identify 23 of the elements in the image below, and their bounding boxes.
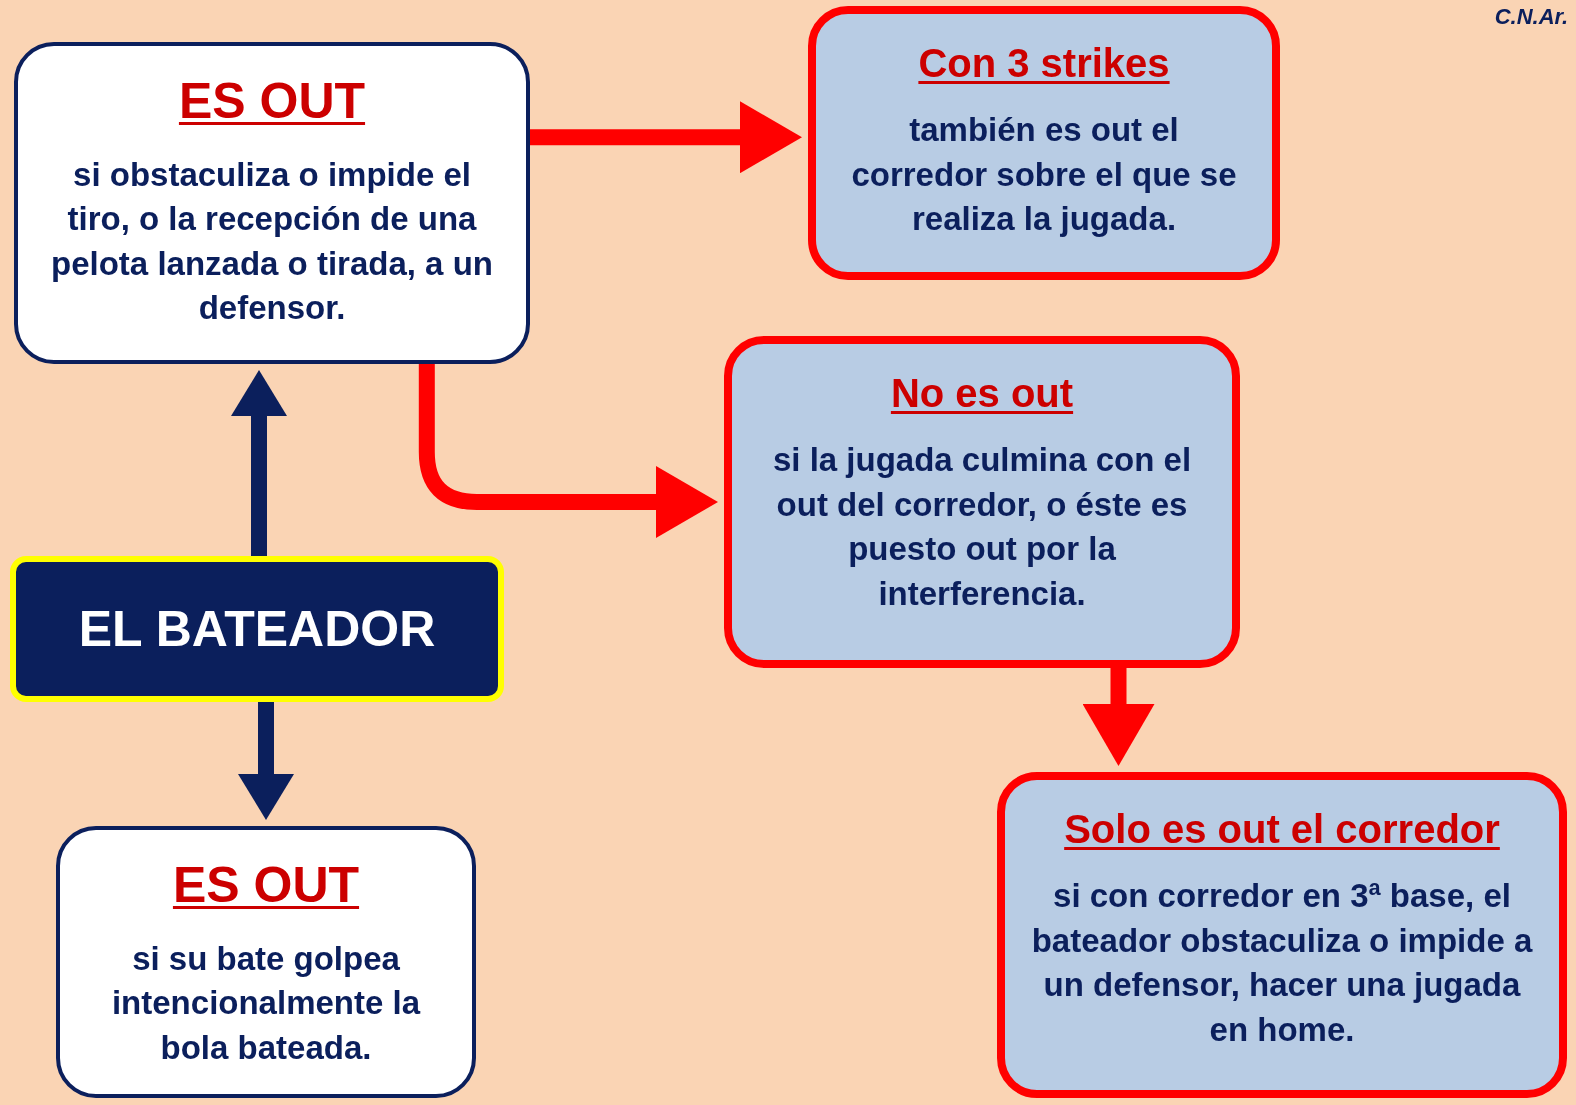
arrow bbox=[231, 370, 287, 556]
arrow bbox=[418, 364, 718, 538]
description-text: si obstaculiza o impide el tiro, o la recepción de una pelota lanzada o tirada, a un defensor. bbox=[50, 154, 494, 329]
info-box bbox=[14, 42, 530, 364]
arrow bbox=[238, 702, 294, 820]
heading: Solo es out el corredor bbox=[1064, 806, 1500, 853]
title-box bbox=[10, 556, 504, 702]
description-text: si con corredor en 3ª base, el bateador obstaculiza o impide a un defensor, hacer una jugada en home. bbox=[1030, 876, 1534, 1050]
info-box bbox=[808, 6, 1280, 280]
info-box bbox=[56, 826, 476, 1098]
title-text: EL BATEADOR bbox=[78, 599, 436, 659]
heading: ES OUT bbox=[172, 856, 360, 915]
info-box bbox=[997, 772, 1567, 1098]
info-box bbox=[724, 336, 1240, 668]
heading: ES OUT bbox=[178, 72, 366, 131]
heading: Con 3 strikes bbox=[918, 40, 1170, 87]
description-text: también es out el corredor sobre el que se realiza la jugada. bbox=[850, 110, 1238, 240]
arrow bbox=[530, 101, 802, 174]
description-text: si su bate golpea intencionalmente la bola bateada. bbox=[110, 938, 422, 1068]
description-text: si la jugada culmina con el out del corredor, o éste es puesto out por la interferencia. bbox=[771, 440, 1193, 614]
heading: No es out bbox=[890, 370, 1074, 417]
author-initials: C.N.Ar. bbox=[1494, 3, 1568, 31]
arrow bbox=[1082, 668, 1155, 766]
